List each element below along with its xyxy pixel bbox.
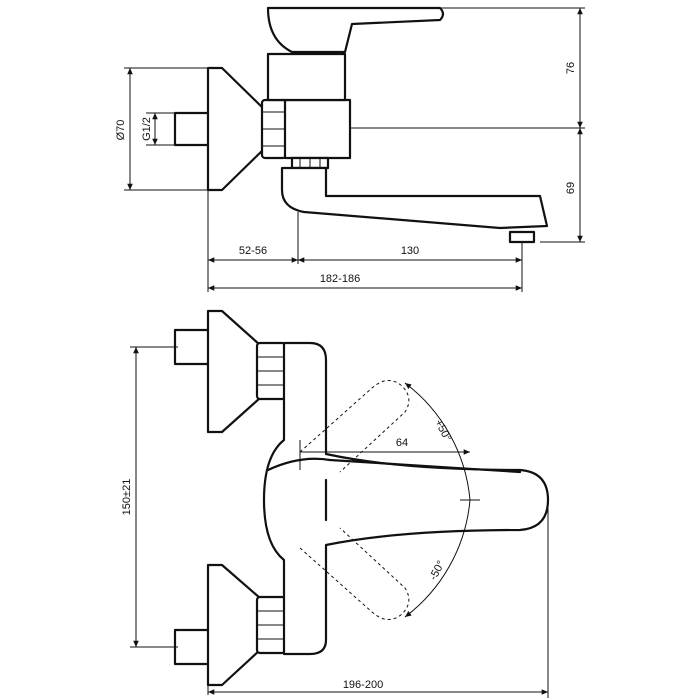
dim-height-lower: 69 xyxy=(565,182,577,194)
dim-total-depth: 196-200 xyxy=(343,679,383,691)
dim-total-reach: 182-186 xyxy=(320,273,360,285)
dim-inlet-spacing: 150±21 xyxy=(121,479,133,516)
arc-plus xyxy=(404,382,471,501)
aerator xyxy=(508,230,536,244)
mixer-body xyxy=(283,98,352,160)
lever-rotated-plus xyxy=(299,380,410,473)
top-view: 64 +50° -50° 150±21 196-200 xyxy=(121,309,550,698)
arc-minus xyxy=(404,499,471,618)
dim-spout-reach: 130 xyxy=(401,245,419,257)
side-view: 76 69 Ø70 G1/2 52-56 130 182-186 xyxy=(115,6,585,292)
dim-lever-length: 64 xyxy=(396,437,408,449)
lever-rotated-minus xyxy=(299,527,410,620)
upper-wall-flange xyxy=(206,309,262,434)
spout xyxy=(280,166,549,230)
wall-flange xyxy=(206,66,267,192)
dim-rotation-minus: -50° xyxy=(427,559,447,583)
dim-flange-diameter: Ø70 xyxy=(115,120,127,141)
dim-rotation-plus: +50° xyxy=(432,418,453,444)
lever-top-edge xyxy=(266,457,522,474)
dim-thread: G1/2 xyxy=(141,117,153,141)
lower-wall-flange xyxy=(206,563,262,687)
dim-wall-offset: 52-56 xyxy=(239,245,267,257)
lever-handle xyxy=(266,6,445,54)
inlet-stub xyxy=(173,111,212,147)
upper-inlet-stub xyxy=(173,328,212,366)
lower-inlet-stub xyxy=(173,628,212,666)
mixer-body-top xyxy=(262,341,550,656)
dim-height-upper: 76 xyxy=(565,62,577,74)
cartridge-housing xyxy=(266,52,347,102)
